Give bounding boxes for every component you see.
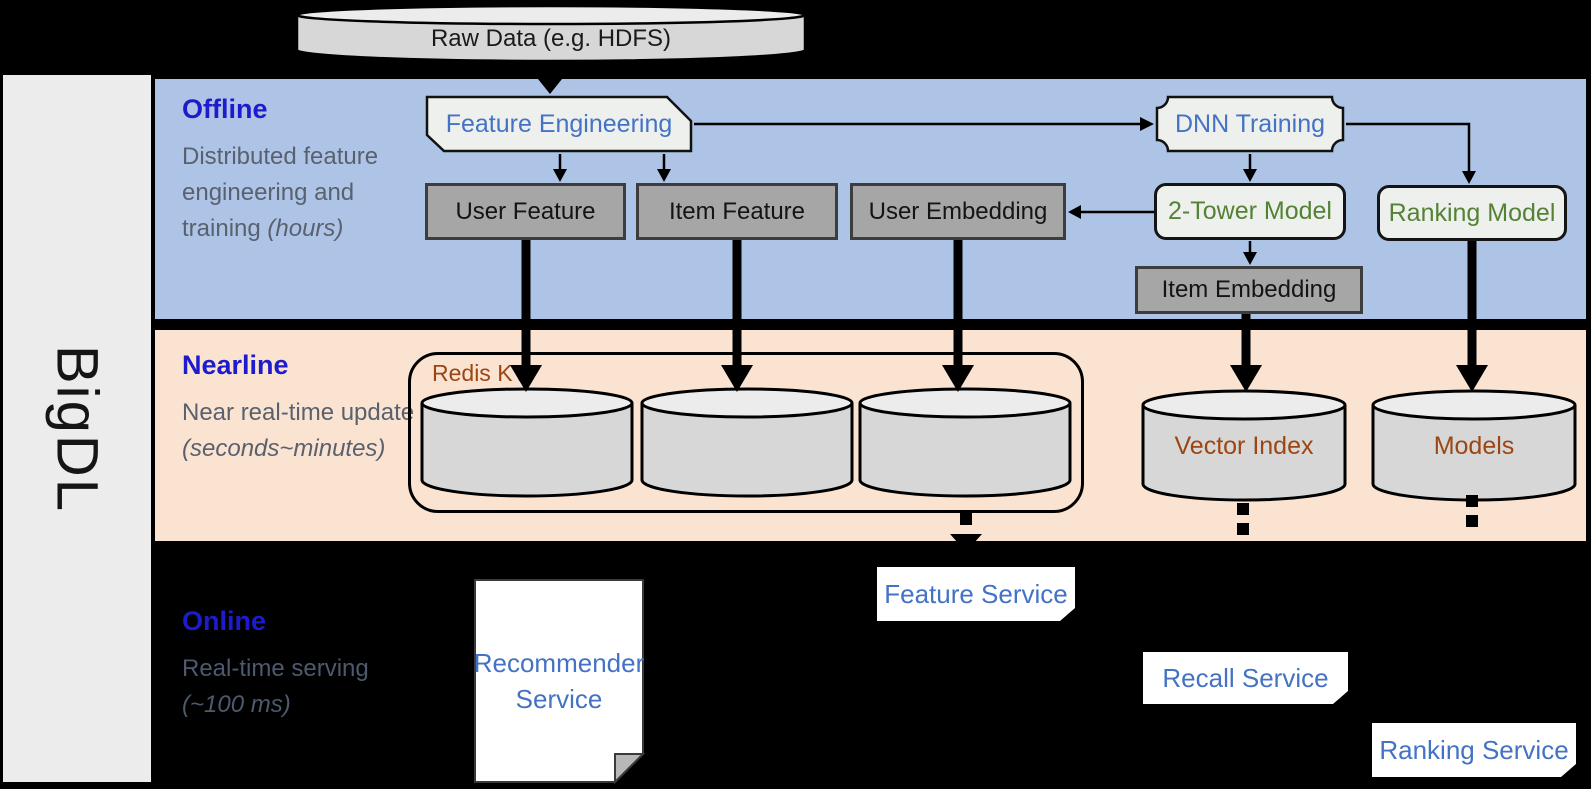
user-embedding-label: User Embedding — [868, 197, 1048, 225]
user-embedding-node: User Embedding — [850, 183, 1066, 240]
feature-service-node: Feature Service — [877, 567, 1075, 621]
vector-index-store: Vector Index — [1141, 388, 1347, 507]
offline-title: Offline — [182, 94, 268, 124]
user-feature-label: User Feature — [455, 197, 596, 225]
redis-shard-cylinder-1 — [420, 386, 634, 503]
recall-service-node: Recall Service — [1143, 652, 1348, 704]
cylinder-icon — [295, 4, 807, 63]
process-shape — [425, 95, 693, 153]
two-tower-model-label: 2-Tower Model — [1168, 197, 1332, 225]
redis-kv-container — [408, 352, 1084, 513]
offline-section-text: Offline Distributed feature engineering … — [182, 94, 432, 247]
models-store: Models — [1371, 388, 1577, 507]
raw-data-label: Raw Data (e.g. HDFS) — [430, 25, 672, 52]
online-description: Real-time serving (~100 ms) — [182, 655, 369, 718]
redis-shard-cylinder-2 — [640, 386, 854, 503]
dnn-training-label: DNN Training — [1174, 109, 1326, 138]
feature-engineering-node: Feature Engineering — [424, 94, 694, 154]
item-embedding-label: Item Embedding — [1161, 276, 1337, 303]
recall-service-label: Recall Service — [1162, 662, 1329, 693]
nearline-title: Nearline — [182, 350, 289, 380]
vector-index-label: Vector Index — [1174, 432, 1314, 460]
two-tower-model-node: 2-Tower Model — [1154, 183, 1346, 240]
item-feature-label: Item Feature — [668, 197, 806, 225]
item-embedding-node: Item Embedding — [1135, 266, 1363, 314]
bigdl-brand-label: BigDL — [44, 344, 110, 513]
offline-description: Distributed feature engineering and trai… — [182, 143, 379, 242]
nearline-section-text: Nearline Near real-time update (seconds~… — [182, 350, 432, 467]
recommender-service-label: Recommender Service — [473, 648, 645, 714]
user-feature-node: User Feature — [425, 183, 626, 240]
document-shape — [474, 579, 645, 784]
bigdl-sidebar: BigDL — [3, 75, 151, 782]
models-label: Models — [1433, 432, 1515, 460]
ranking-service-node: Ranking Service — [1372, 723, 1576, 777]
online-title: Online — [182, 606, 267, 636]
dnn-training-node: DNN Training — [1154, 94, 1346, 154]
redis-kv-label: Redis KV — [432, 360, 528, 386]
ranking-model-node: Ranking Model — [1377, 185, 1567, 241]
feature-service-label: Feature Service — [884, 578, 1068, 609]
nearline-description: Near real-time update (seconds~minutes) — [182, 399, 415, 462]
feature-engineering-label: Feature Engineering — [445, 109, 673, 138]
plaque-shape — [1155, 95, 1345, 153]
ranking-model-label: Ranking Model — [1388, 198, 1556, 227]
ranking-service-label: Ranking Service — [1379, 734, 1569, 765]
item-feature-node: Item Feature — [636, 183, 838, 240]
redis-shard-cylinder-3 — [858, 386, 1072, 503]
online-section-text: Online Real-time serving (~100 ms) — [182, 606, 432, 723]
raw-data-store: Raw Data (e.g. HDFS) — [295, 4, 807, 64]
